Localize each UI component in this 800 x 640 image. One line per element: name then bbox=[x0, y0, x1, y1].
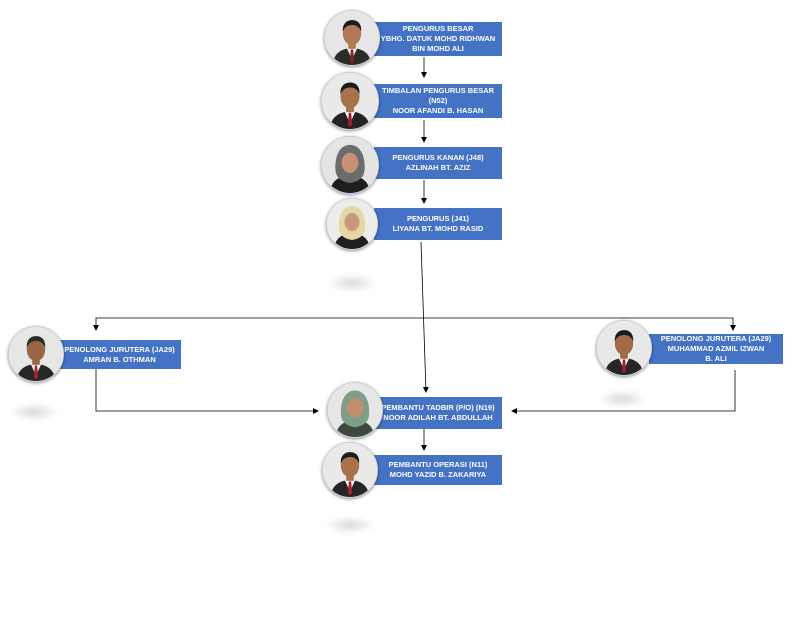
portrait-icon bbox=[323, 443, 377, 497]
person-name-cont: BIN MOHD ALI bbox=[412, 44, 464, 53]
portrait-icon bbox=[327, 199, 377, 249]
portrait-icon bbox=[9, 327, 63, 381]
avatar bbox=[324, 10, 380, 66]
position-title: PEMBANTU OPERASI (N11) bbox=[388, 460, 488, 469]
position-title: PEMBANTU TADBIR (P/O) (N19) bbox=[381, 403, 495, 412]
position-box: PENOLONG JURUTERA (JA29) AMRAN B. OTHMAN bbox=[58, 340, 181, 369]
avatar bbox=[8, 326, 64, 382]
person-name: LIYANA BT. MOHD RASID bbox=[392, 224, 484, 233]
position-box: TIMBALAN PENGURUS BESAR (N52) NOOR AFAND… bbox=[374, 84, 502, 118]
portrait-icon bbox=[328, 383, 382, 437]
photo-shadow bbox=[328, 518, 372, 532]
avatar bbox=[321, 136, 379, 194]
avatar bbox=[327, 382, 383, 438]
photo-shadow bbox=[330, 276, 374, 290]
photo-shadow bbox=[12, 405, 56, 419]
person-name: MOHD YAZID B. ZAKARIYA bbox=[389, 470, 487, 479]
position-box: PENGURUS BESAR YBHG. DATUK MOHD RIDHWAN … bbox=[374, 22, 502, 56]
position-title: PENGURUS KANAN (J48) bbox=[392, 153, 484, 162]
portrait-icon bbox=[597, 321, 651, 375]
position-title: PENOLONG JURUTERA (JA29) bbox=[660, 334, 772, 343]
portrait-icon bbox=[322, 73, 378, 129]
position-box: PEMBANTU TADBIR (P/O) (N19) NOOR ADILAH … bbox=[374, 397, 502, 429]
avatar bbox=[596, 320, 652, 376]
person-name: AMRAN B. OTHMAN bbox=[83, 354, 156, 364]
position-title: TIMBALAN PENGURUS BESAR bbox=[381, 86, 495, 95]
position-box: PEMBANTU OPERASI (N11) MOHD YAZID B. ZAK… bbox=[374, 455, 502, 485]
person-name: NOOR AFANDI B. HASAN bbox=[392, 106, 484, 115]
person-name-cont: B. ALI bbox=[705, 354, 727, 363]
person-name: YBHG. DATUK MOHD RIDHWAN bbox=[380, 34, 496, 43]
person-name: MUHAMMAD AZMIL IZWAN bbox=[667, 344, 765, 353]
position-box: PENGURUS (J41) LIYANA BT. MOHD RASID bbox=[374, 208, 502, 240]
connector-right-to-tadbir bbox=[511, 370, 736, 414]
connector-branch-right bbox=[424, 317, 736, 331]
position-title: PENGURUS BESAR bbox=[402, 24, 474, 33]
position-box: PENGURUS KANAN (J48) AZLINAH BT. AZIZ bbox=[374, 147, 502, 179]
connector-branch-left bbox=[93, 317, 424, 331]
position-box: PENOLONG JURUTERA (JA29) MUHAMMAD AZMIL … bbox=[649, 334, 783, 364]
position-grade: (N52) bbox=[428, 96, 448, 105]
connector-pengurus-to-tadbir bbox=[420, 241, 429, 393]
connector-left-to-tadbir bbox=[95, 368, 319, 414]
photo-shadow bbox=[600, 392, 644, 406]
position-title: PENGURUS (J41) bbox=[406, 214, 470, 223]
avatar bbox=[322, 442, 378, 498]
avatar bbox=[321, 72, 379, 130]
avatar bbox=[326, 198, 378, 250]
portrait-icon bbox=[325, 11, 379, 65]
position-title: PENOLONG JURUTERA (JA29) bbox=[64, 344, 175, 354]
portrait-icon bbox=[322, 137, 378, 193]
person-name: NOOR ADILAH BT. ABDULLAH bbox=[383, 413, 493, 422]
person-name: AZLINAH BT. AZIZ bbox=[405, 163, 471, 172]
